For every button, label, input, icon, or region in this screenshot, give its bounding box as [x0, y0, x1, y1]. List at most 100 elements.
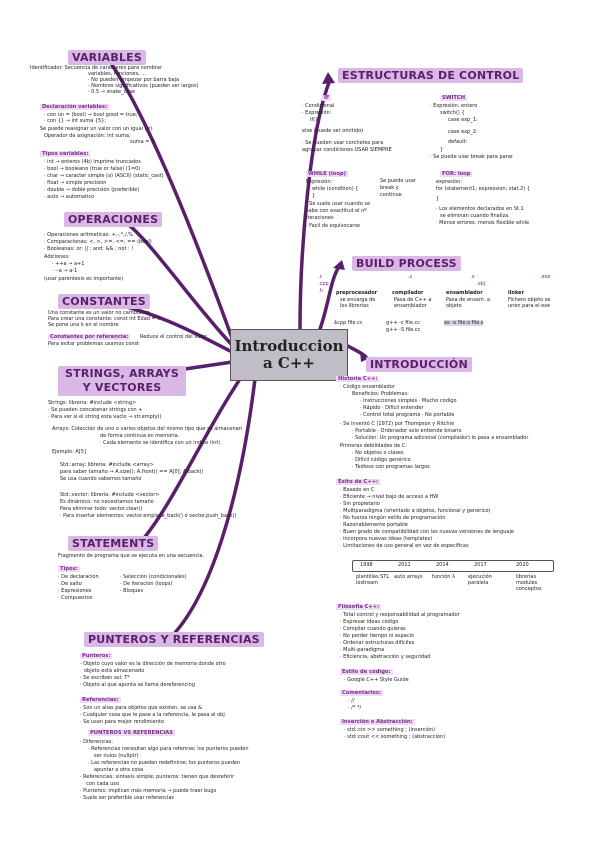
filosofia-line: · No perder tiempo ni espacio [340, 633, 415, 639]
tipos-line: · double → doble precisión (preferible) [44, 187, 140, 193]
while-line: while (condition) { [312, 186, 359, 192]
constantes-line: Se pone una k en el nombre [48, 322, 119, 328]
build-title: BUILD PROCESS [352, 256, 461, 271]
declaracion-line: Operador de asignación: int suma; [44, 133, 131, 139]
build-ext: .c [318, 274, 323, 280]
timeline-bar [352, 560, 554, 572]
operaciones-line: (usar parentesis es importante) [44, 276, 124, 282]
if-line: else (puede ser omitido) [302, 128, 364, 134]
statements-col1: · Compuestos [58, 595, 93, 601]
estilo-sub: Estilo de código: [340, 669, 393, 675]
strings-line: de forma continua en memoria. [100, 433, 180, 439]
historia-line: · Solución: Un programa adicional (compi… [352, 435, 529, 441]
historia-line: · Tedioso con programas largos [352, 464, 430, 470]
statements-col1: · De salto [58, 581, 82, 587]
filosofia-line: · Expresar ideas código [340, 619, 399, 625]
comentarios-line: · // [348, 698, 355, 704]
while-label: WHILE (loop) [306, 171, 349, 177]
while-side: Se puede usar [380, 178, 416, 184]
strings-line: Std::vector: libreria: #include <vector> [60, 492, 160, 498]
timeline-year: 2014 [436, 562, 449, 568]
build-ext: .cpp [318, 281, 329, 287]
referencias-line: · Son un alias para objetos que existen,… [80, 705, 202, 711]
build-desc: Fichero objeto se unen para el exe [508, 297, 551, 310]
strings-line: Para eliminar todo: vector.clear() [60, 506, 143, 512]
while-line: Expresión: [306, 179, 333, 185]
declaracion-line: Se puede reasignar un valor con un igual… [40, 126, 153, 132]
build-cmd: g++ -S file.cc [386, 327, 421, 333]
strings-line: · Para insertar elementos: vector.emplac… [60, 513, 237, 519]
exito-line: · Basado en C [340, 487, 375, 493]
io-line: · std::cout << something ; (abstracción) [344, 734, 446, 740]
variables-line: Identificador: Secuencia de caracteres p… [30, 65, 163, 71]
historia-line: · Rápido · Difícil entender [360, 405, 424, 411]
strings-line: Ejemplo: A[5] [52, 449, 86, 455]
build-ext: .obj [476, 281, 486, 287]
vs-line: · Diferencias: [80, 739, 113, 745]
punteros-title: PUNTEROS Y REFERENCIAS [84, 632, 264, 647]
tipos-line: · bool → booleano (true or false) (1=0) [44, 166, 141, 172]
statements-title: STATEMENTS [68, 536, 159, 551]
historia-line: · Control total programa · No portable [360, 412, 455, 418]
timeline-year: 1998 [360, 562, 373, 568]
punteros-line: · Objeto al que apunta se llama derefere… [80, 682, 196, 688]
central-title-line2: a C++ [262, 354, 316, 372]
operaciones-line: · Operaciones aritmeticas: +,-,*,/,% [44, 232, 133, 238]
switch-line: default: [448, 139, 468, 145]
for-line: se eliminan cuando finaliza. [440, 213, 510, 219]
build-step: preprocesador [336, 290, 378, 296]
constantes-ref-text: Reduce el control del valor [140, 334, 207, 340]
switch-line: · Expresión: entero [430, 103, 478, 109]
constantes-ref-text2: Para evitar problemas usamos const [48, 341, 140, 347]
strings-line: Strings: libreria: #include <string> [48, 400, 137, 406]
if-line: if() [310, 117, 318, 123]
strings-line: · Se pueden concatenar strings con + [48, 407, 143, 413]
strings-line: para saber tamaño → A.size(); A.front() … [60, 469, 204, 475]
constantes-ref-label: Constantes por referencia: [48, 334, 131, 340]
constantes-line: Para crear una constante: const int Edad… [48, 316, 163, 322]
build-ext: .s [408, 274, 413, 280]
operaciones-line: · Comparaciones: <, >, >=, <=, == (bool) [44, 239, 152, 245]
variables-title: VARIABLES [68, 50, 146, 65]
statements-tipos: Tipos: [58, 566, 80, 572]
variables-line: · No pueden empezar por barra baja [88, 77, 180, 83]
variables-line: variables, funciones, ... [88, 71, 147, 77]
while-line: sabe con exactitud el nº [306, 208, 367, 214]
exito-line: · Limitaciones de uso general en vez de … [340, 543, 469, 549]
timeline-item: ejecución paralela [468, 574, 492, 587]
io-line: · std::cin >> something ; (inserción) [344, 727, 435, 733]
operaciones-line: Adiciones: [44, 254, 70, 260]
historia-line: Beneficios: Problemas: [352, 391, 409, 397]
tipos-line: · float → simple precision [44, 180, 107, 186]
build-step: ensamblador [446, 290, 483, 296]
exito-line: · Razonablemente portable [340, 522, 408, 528]
for-line: } [436, 196, 440, 202]
for-line: expresión: [436, 179, 463, 185]
if-line: · Condicional [302, 103, 335, 109]
historia-line: · Código ensamblador [340, 384, 395, 390]
while-line: } [312, 193, 316, 199]
while-line: · Facil de equivocarse [306, 223, 360, 229]
switch-line: case exp_1: [448, 117, 478, 123]
build-desc: Pasa de C++ a ensamblador [394, 297, 432, 310]
statements-col1: · Expresiones [58, 588, 92, 594]
strings-line: · Para ver si el string esta vacio → str… [48, 414, 162, 420]
tipos-line: · auto → automatico [44, 194, 95, 200]
punteros-line: · Objeto cuyo valor es la dirección de m… [80, 661, 226, 667]
timeline-item: función λ [432, 574, 456, 580]
switch-line: } [440, 147, 444, 153]
switch-label: SWITCH [440, 95, 468, 101]
tipos-title: Tipos variables: [40, 151, 91, 157]
estructuras-title: ESTRUCTURAS DE CONTROL [338, 68, 524, 83]
while-side: continue [380, 192, 402, 198]
punteros-line: objeto está almacenado [84, 668, 145, 674]
filosofia-line: · Ordenar estructuras difíciles [340, 640, 415, 646]
central-topic: Introduccion a C++ [230, 329, 348, 381]
statements-col2: · De iteración (loops) [120, 581, 173, 587]
estilo-line: · Google C++ Style Guide [344, 677, 409, 683]
filosofia-sub: Filosofía C++: [336, 604, 382, 610]
if-line: · Se pueden usar corchetes para [302, 140, 384, 146]
build-ext: .o [470, 274, 475, 280]
variables-line: · 0.5 → snake_case [88, 89, 136, 95]
